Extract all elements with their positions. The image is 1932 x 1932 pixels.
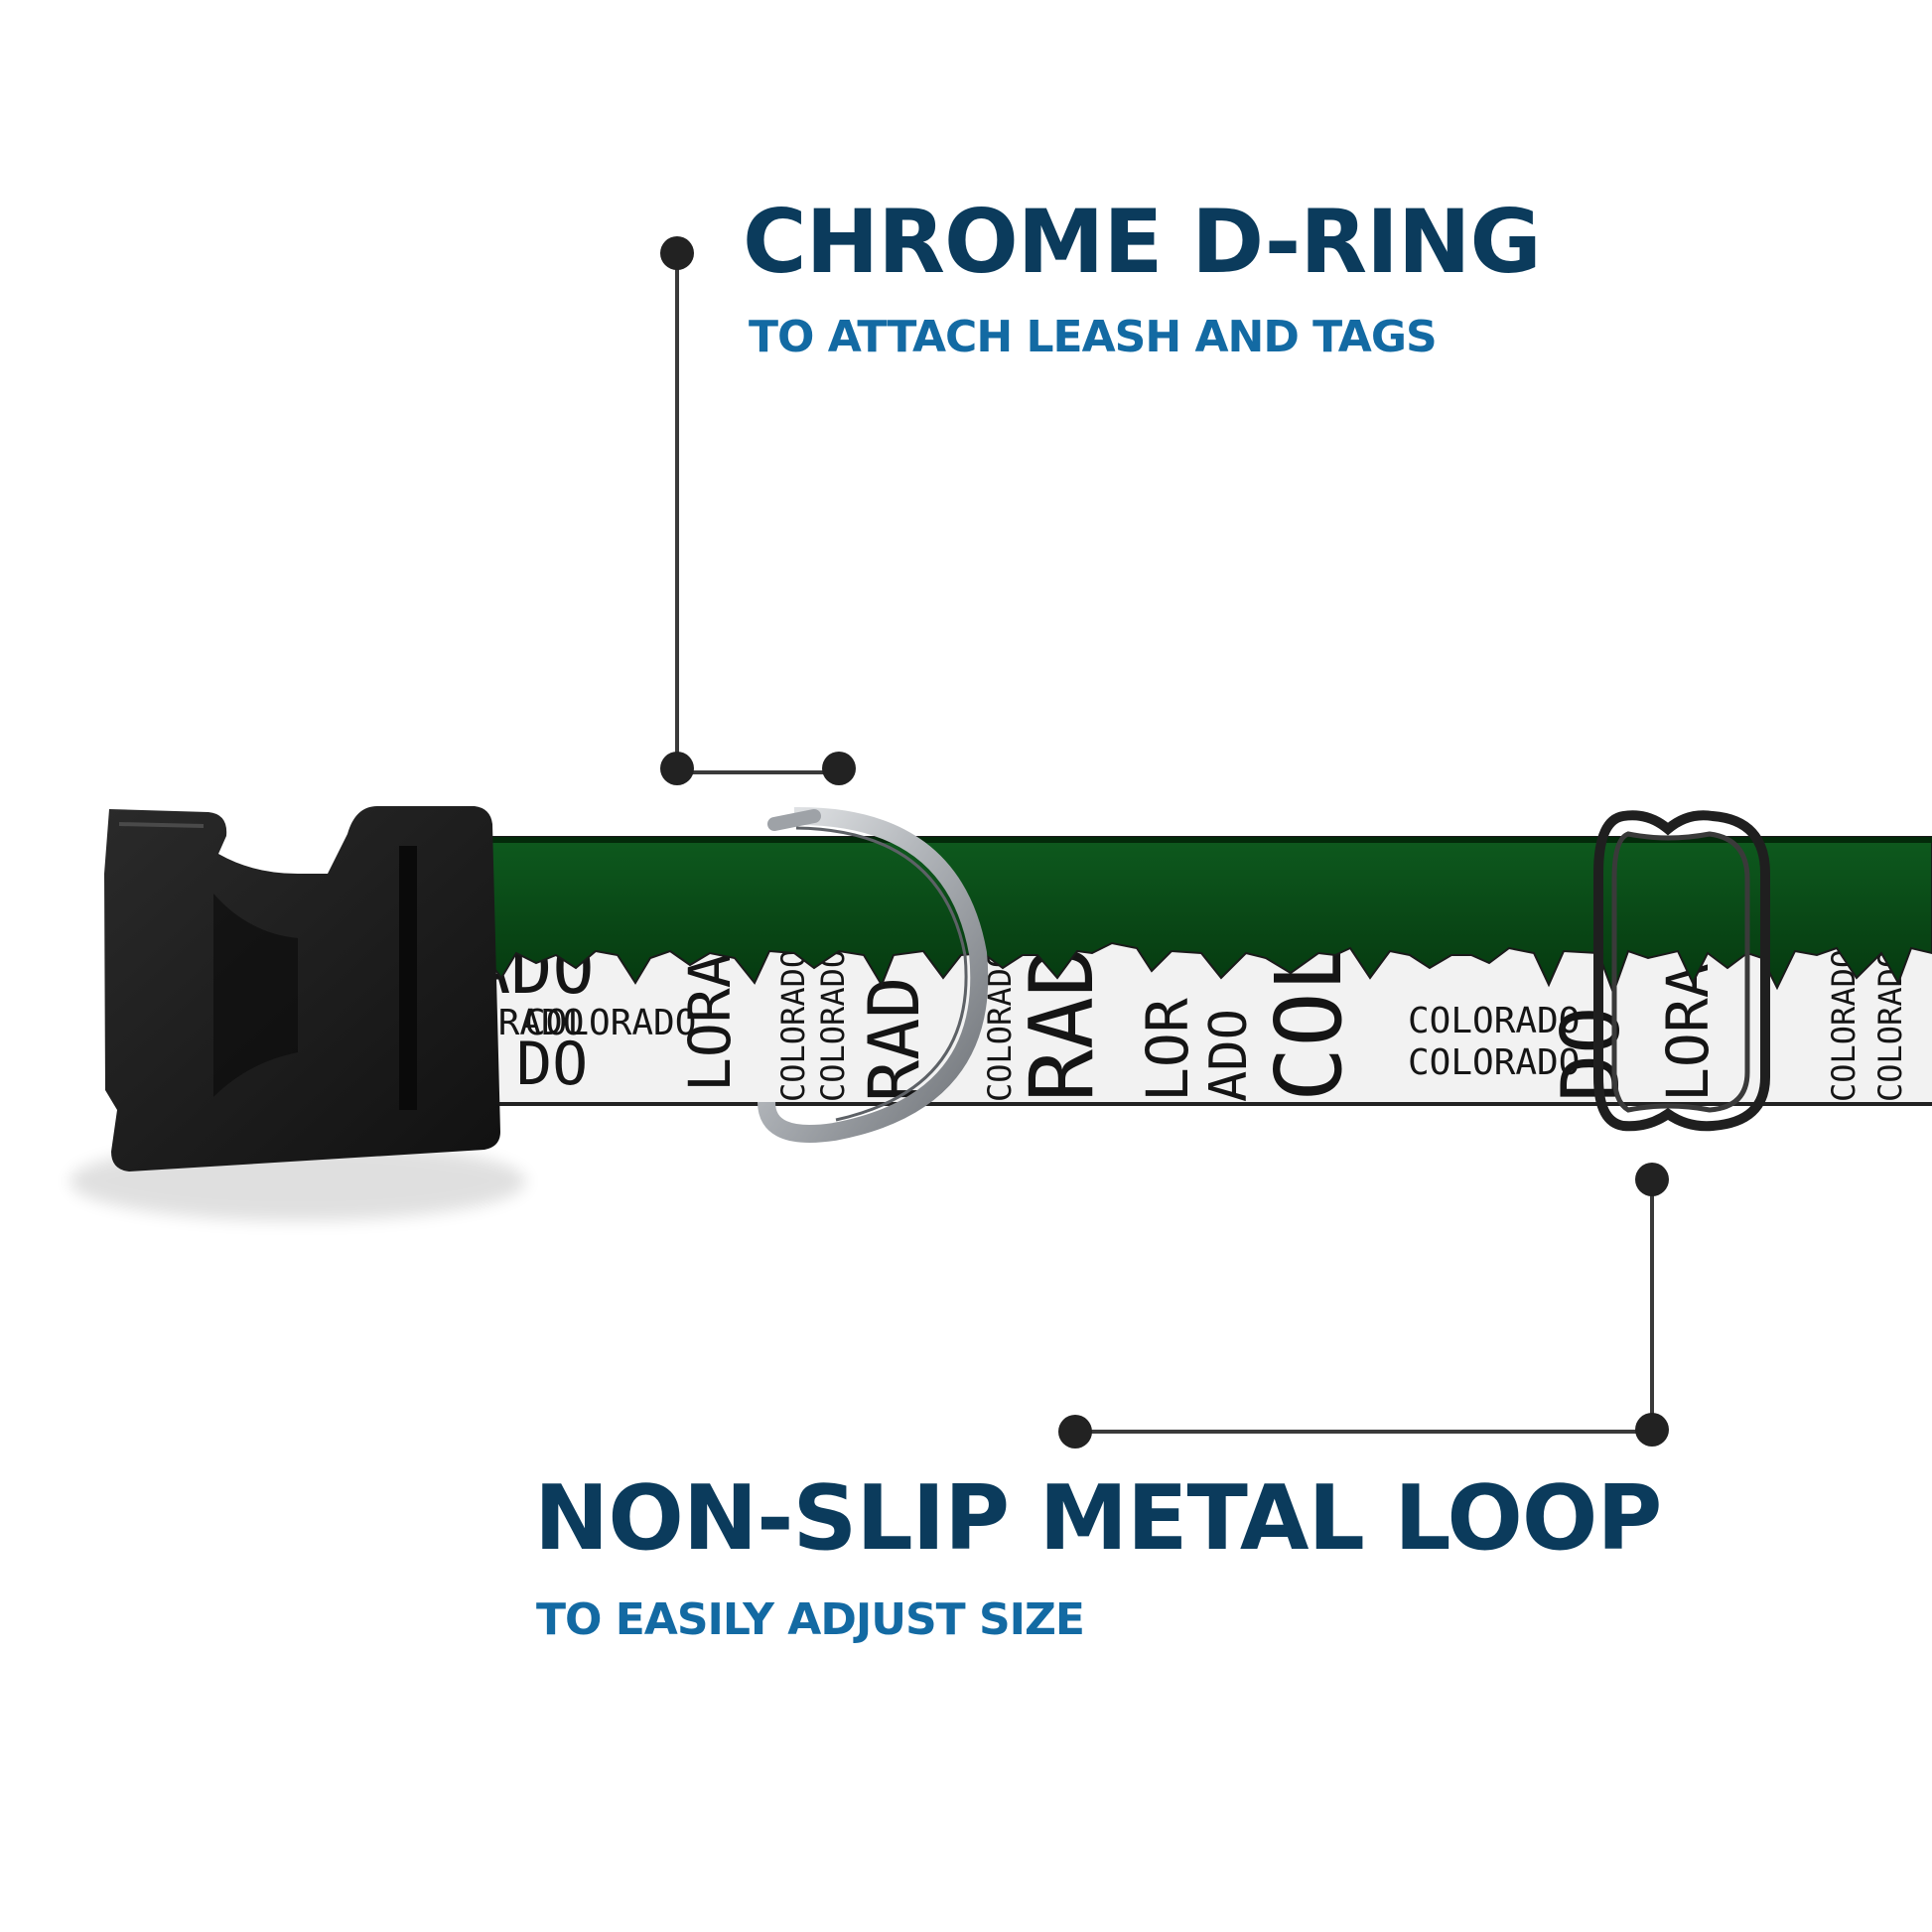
print-word: COLORADO: [1408, 1042, 1580, 1083]
d-ring-bar: [767, 809, 821, 831]
metal-loop-subtitle: TO EASILY ADJUST SIZE: [536, 1594, 1085, 1645]
buckle-strap-slot: [399, 846, 417, 1110]
print-word: COLORADO: [774, 949, 812, 1102]
d-ring-callout-dot-corner: [660, 752, 694, 785]
buckle-prong-slot: [213, 894, 298, 1097]
d-ring-subtitle: TO ATTACH LEASH AND TAGS: [749, 312, 1438, 362]
print-word: DO: [516, 1030, 588, 1099]
print-word: COLORADO: [1408, 1001, 1580, 1041]
strap-green-mountains: [407, 836, 1932, 996]
loop-outer: [1593, 810, 1770, 1132]
non-slip-metal-loop: [1593, 810, 1770, 1132]
metal-loop-title: NON-SLIP METAL LOOP: [534, 1466, 1662, 1571]
loop-callout-dot-end: [1058, 1415, 1092, 1449]
buckle-body: [104, 806, 500, 1172]
print-word: ADO: [1199, 1009, 1259, 1102]
d-ring-shape: [758, 806, 989, 1143]
print-word: COLORADO: [1871, 949, 1909, 1102]
print-word: LORA: [1654, 963, 1722, 1102]
print-word: DO: [1545, 1007, 1637, 1102]
side-release-buckle: [104, 806, 500, 1172]
print-word: RAD: [854, 977, 935, 1102]
d-ring-callout-dot-end: [822, 752, 856, 785]
print-word: LORA: [676, 953, 744, 1092]
collar-strap: COLORADO COLORADO RADO DO RADO LORA COLO…: [407, 836, 1932, 1106]
d-ring-inner-edge: [795, 826, 968, 1122]
loop-callout-line: [1075, 1179, 1654, 1434]
print-word: COLORADO: [524, 1003, 696, 1043]
print-word: COLORADO: [814, 949, 852, 1102]
loop-callout-connector: [1075, 1179, 1654, 1434]
buckle-highlight: [118, 822, 205, 828]
d-ring-callout-dot-top: [660, 236, 694, 270]
loop-inner: [1611, 831, 1750, 1113]
chrome-d-ring: [758, 806, 989, 1143]
loop-callout-dot-top: [1635, 1163, 1669, 1196]
print-word: LOR: [1134, 998, 1201, 1102]
loop-callout-dot-corner: [1635, 1413, 1669, 1447]
d-ring-title: CHROME D-RING: [743, 191, 1542, 293]
